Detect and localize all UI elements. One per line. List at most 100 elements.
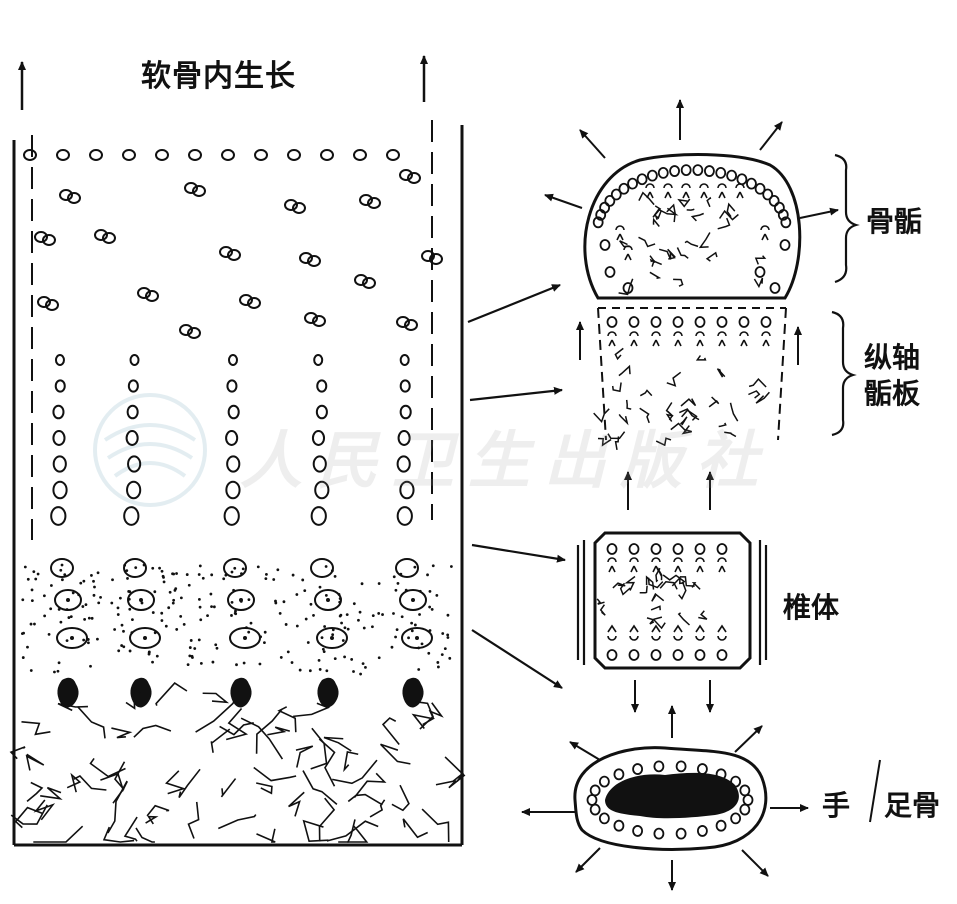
- bone-trabeculae: [9, 682, 466, 843]
- dot: [82, 579, 86, 583]
- trabecula: [111, 727, 133, 739]
- dot: [256, 565, 260, 569]
- dot: [331, 628, 335, 632]
- dot: [90, 574, 93, 577]
- dot: [341, 639, 345, 642]
- dot: [59, 568, 63, 572]
- cell: [632, 763, 643, 775]
- dot: [290, 661, 294, 664]
- cell: [126, 404, 139, 420]
- dot: [395, 628, 399, 632]
- ossified-cell: [402, 677, 424, 708]
- trabecula: [639, 407, 650, 424]
- trabecula: [415, 700, 434, 730]
- trabecula: [639, 389, 653, 397]
- cell: [311, 430, 326, 446]
- trabecula: [347, 793, 383, 806]
- cell: [636, 173, 648, 186]
- cell: [694, 649, 706, 661]
- dot: [193, 647, 197, 650]
- dot: [151, 660, 154, 664]
- trabecula: [654, 210, 662, 220]
- dot: [118, 596, 122, 600]
- dot: [245, 626, 248, 630]
- cell: [694, 543, 706, 555]
- dot: [258, 662, 262, 666]
- trabecula: [323, 736, 352, 752]
- dot: [360, 582, 364, 586]
- dot: [57, 661, 61, 665]
- ossified-cell: [230, 677, 252, 708]
- dot: [59, 620, 63, 624]
- dot: [87, 616, 91, 620]
- nucleus: [139, 598, 143, 602]
- cell: [629, 331, 639, 347]
- cell: [694, 316, 706, 328]
- cell: [777, 208, 789, 221]
- dot: [304, 617, 308, 621]
- dot: [201, 576, 205, 580]
- trabecula: [698, 610, 708, 620]
- dot: [265, 572, 268, 576]
- trabecula: [146, 804, 170, 817]
- dot: [413, 623, 417, 627]
- dot: [264, 577, 268, 581]
- expansion-arrow: [579, 129, 606, 159]
- epiphysis-trabeculae: [618, 191, 767, 296]
- dot: [47, 632, 51, 636]
- cell: [717, 183, 727, 199]
- dot: [241, 567, 245, 571]
- trabecula: [391, 784, 410, 812]
- trabecula: [666, 371, 682, 387]
- cell: [401, 627, 433, 649]
- dot: [82, 638, 86, 642]
- dot: [191, 656, 194, 659]
- trabecula: [599, 604, 606, 616]
- dot: [301, 578, 305, 582]
- cell: [42, 234, 56, 246]
- cell: [129, 354, 140, 366]
- cell: [653, 827, 665, 840]
- dot: [446, 633, 450, 637]
- cell: [746, 177, 757, 190]
- trabecula: [665, 413, 674, 422]
- trabecula: [718, 422, 727, 428]
- cell: [284, 199, 298, 211]
- dot: [125, 569, 129, 573]
- cell: [219, 246, 233, 258]
- dot: [324, 565, 328, 568]
- trabecula: [380, 743, 411, 765]
- cell: [125, 430, 139, 446]
- trabecula: [240, 717, 284, 760]
- dot: [126, 577, 129, 580]
- cell: [716, 649, 728, 661]
- dot: [337, 592, 341, 596]
- dot: [338, 614, 342, 618]
- cell: [739, 803, 751, 816]
- epiphysis-expansion-arrows: [544, 99, 839, 219]
- dot: [272, 578, 276, 581]
- cell: [399, 379, 411, 393]
- dot: [338, 597, 342, 600]
- trabecula: [638, 191, 655, 206]
- dot: [81, 605, 85, 608]
- cell: [126, 480, 142, 500]
- cell: [769, 282, 781, 294]
- trabecula: [678, 581, 687, 600]
- cell: [399, 404, 412, 420]
- dot: [96, 637, 99, 641]
- dot: [215, 646, 219, 650]
- cell: [717, 331, 727, 347]
- physis-cells: [606, 316, 772, 347]
- trabecula: [681, 409, 698, 421]
- expansion-arrow: [569, 741, 601, 761]
- dot: [188, 654, 192, 658]
- dot: [400, 615, 404, 619]
- expansion-arrow: [575, 847, 601, 873]
- cell: [399, 354, 410, 366]
- cell: [304, 312, 318, 324]
- trabecula: [217, 814, 257, 830]
- dot: [160, 569, 164, 573]
- trabecula: [662, 574, 686, 583]
- cell: [628, 543, 640, 555]
